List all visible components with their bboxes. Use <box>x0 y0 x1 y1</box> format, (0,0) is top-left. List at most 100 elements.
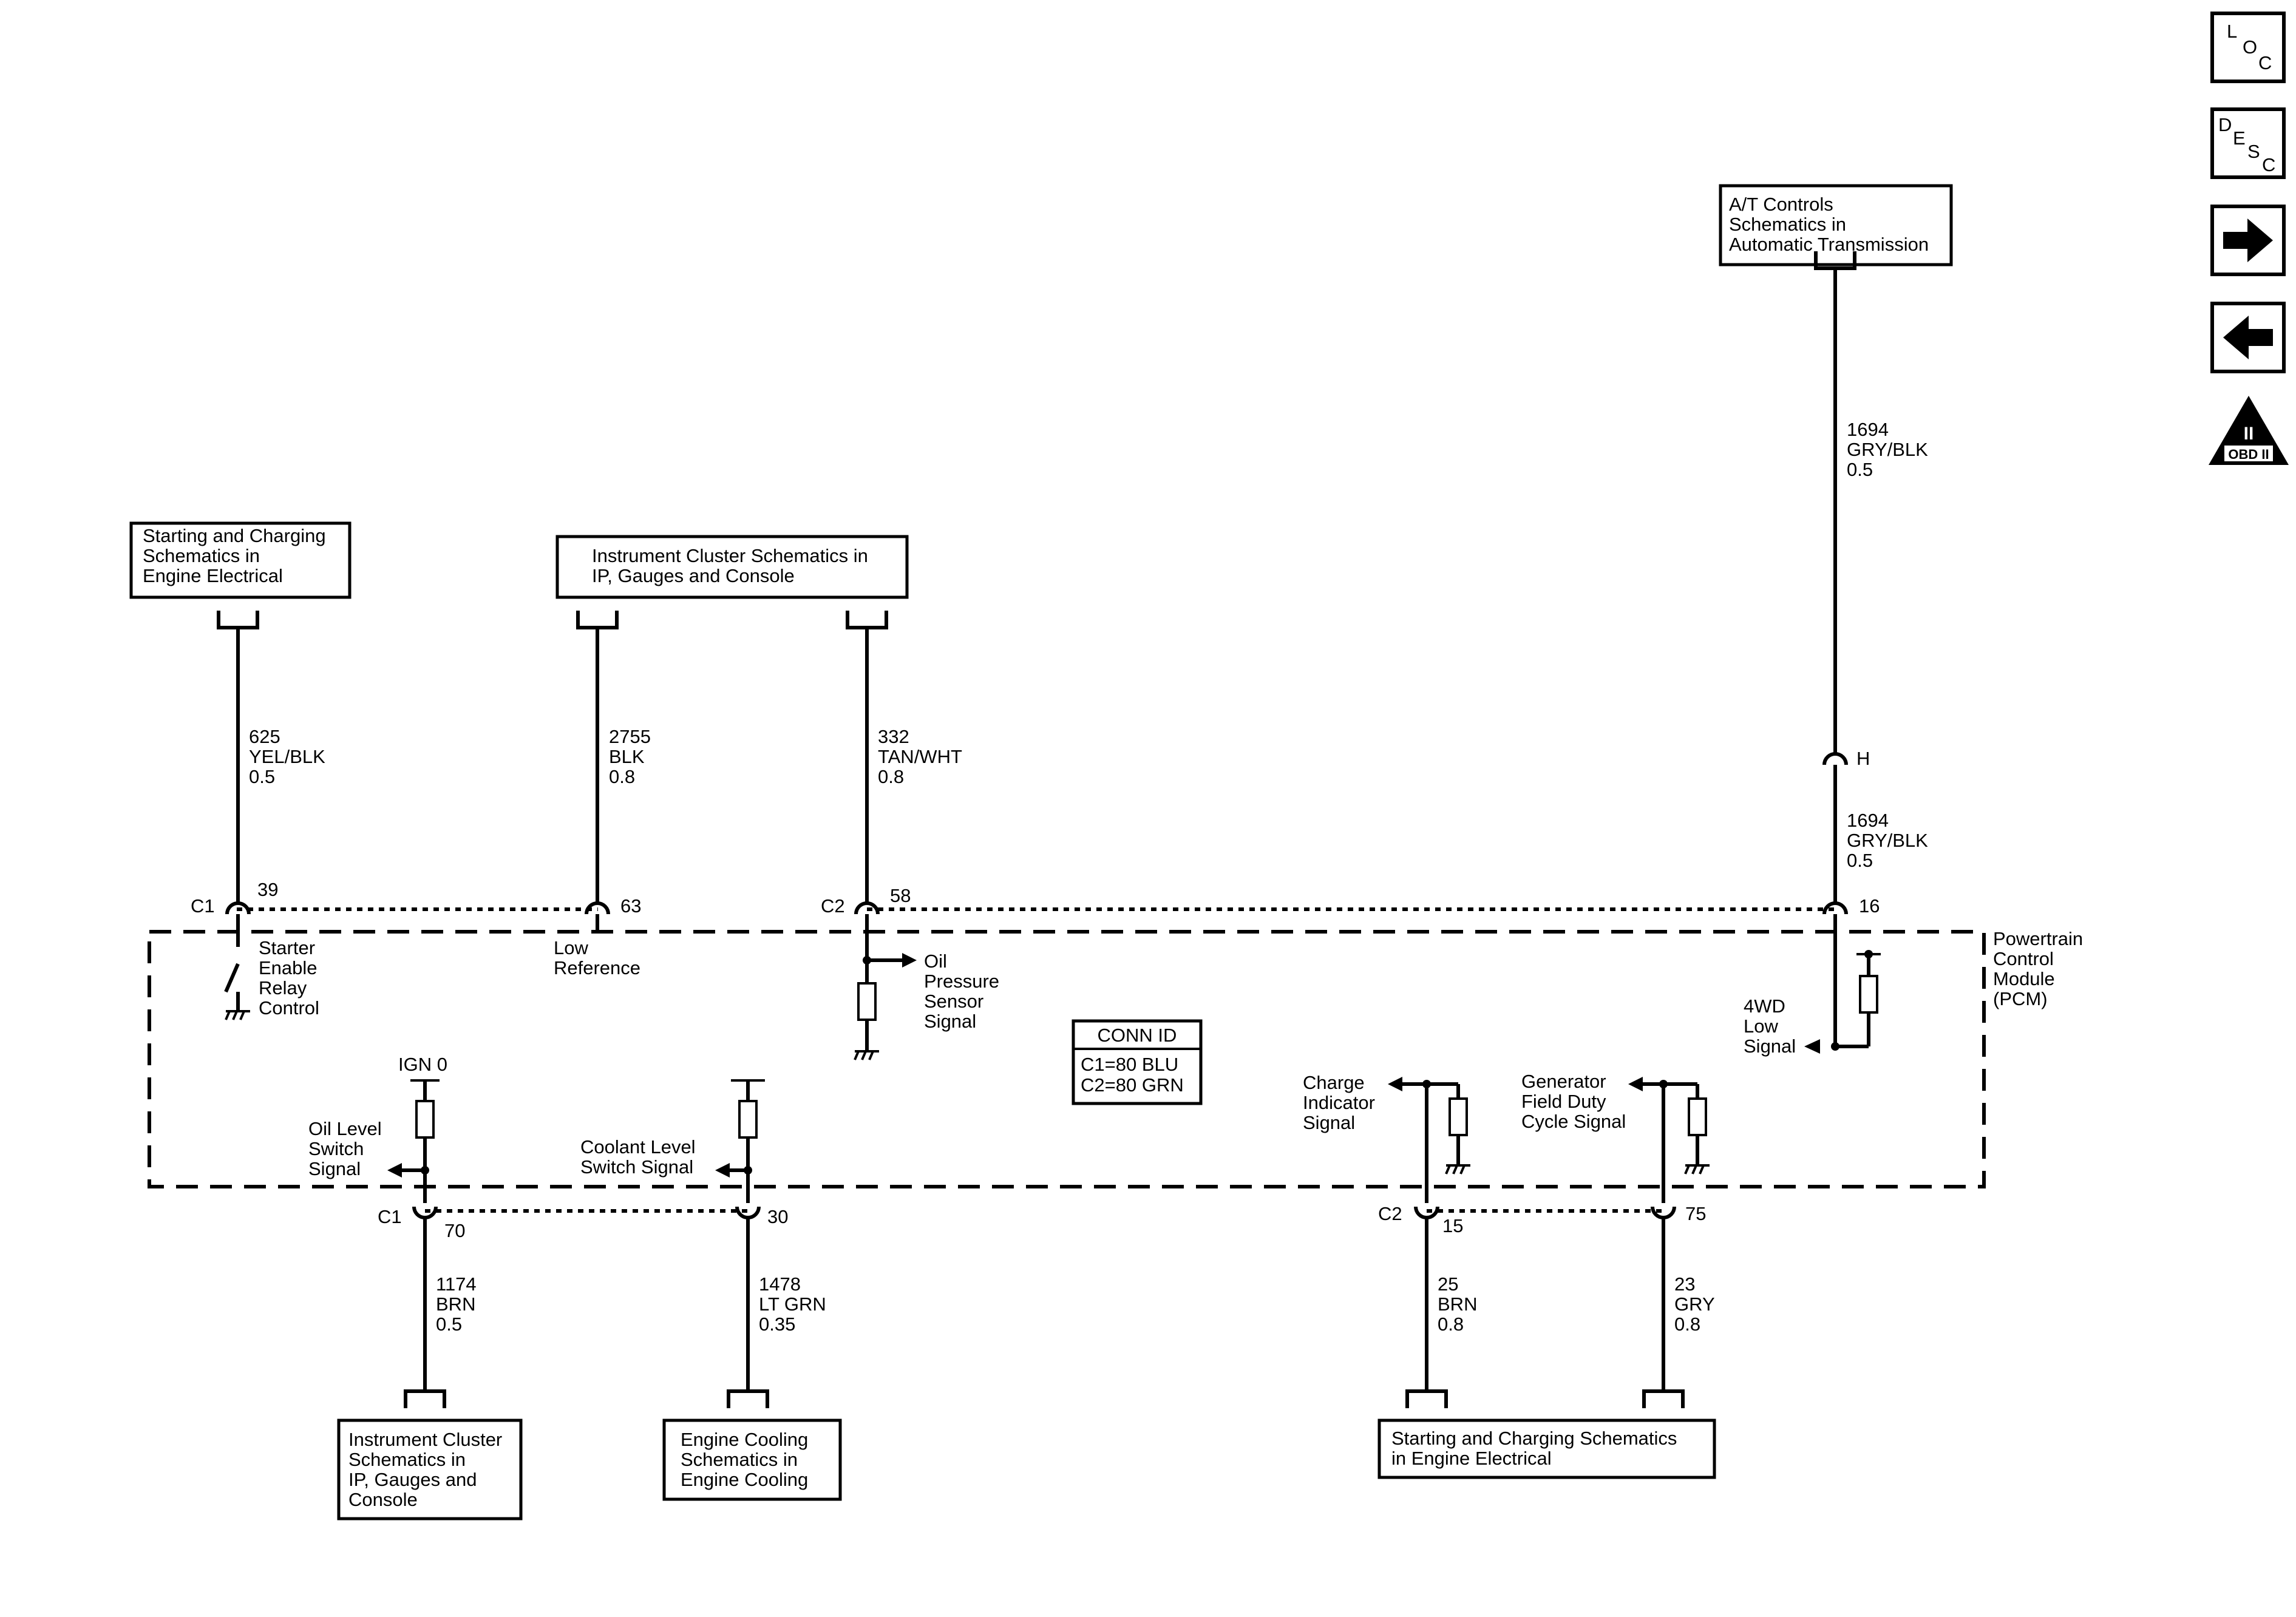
wire-332-color: TAN/WHT <box>878 746 962 767</box>
signal-oil-pressure-line1: Oil <box>924 951 947 972</box>
signal-charge-line1: Charge <box>1303 1072 1365 1093</box>
wire-2755-number: 2755 <box>609 726 651 747</box>
loc-button[interactable]: L O C <box>2210 12 2286 83</box>
wire-1694-bottom-color: GRY/BLK <box>1847 830 1928 851</box>
wire-332-gauge: 0.8 <box>878 766 904 787</box>
pin-63: 63 <box>620 895 641 917</box>
desc-letter-c: C <box>2262 154 2275 175</box>
ref-at-controls-line3: Automatic Transmission <box>1729 234 1929 255</box>
arrow-left-icon <box>2223 316 2273 359</box>
wire-625-gauge: 0.5 <box>249 766 275 787</box>
pin-70: 70 <box>444 1220 465 1241</box>
circuit-1694 <box>1804 251 1881 1054</box>
next-page-button[interactable] <box>2210 205 2286 276</box>
pin-30: 30 <box>767 1206 788 1227</box>
signal-4wd-line3: Signal <box>1744 1036 1796 1057</box>
wire-1478-color: LT GRN <box>759 1293 826 1315</box>
ref-start-charge-bottom-line1: Starting and Charging Schematics <box>1391 1428 1677 1449</box>
ref-start-charge-left-line1: Starting and Charging <box>143 525 326 546</box>
obd-ii-numeral: II <box>2244 424 2254 444</box>
circuit-25 <box>1388 1077 1470 1408</box>
signal-4wd-line2: Low <box>1744 1015 1778 1037</box>
ref-at-controls[interactable]: A/T Controls Schematics in Automatic Tra… <box>1719 184 1953 266</box>
ref-start-charge-bottom-line2: in Engine Electrical <box>1391 1448 1552 1469</box>
signal-ign: IGN 0 <box>398 1054 447 1075</box>
pcm-boundary <box>148 930 1986 1188</box>
ref-instrument-cluster-bottom[interactable]: Instrument Cluster Schematics in IP, Gau… <box>337 1419 523 1520</box>
ref-engine-cooling-line2: Schematics in <box>681 1449 798 1470</box>
signal-oil-level-line3: Signal <box>308 1158 361 1179</box>
wire-2755-gauge: 0.8 <box>609 766 635 787</box>
circuit-2755 <box>576 611 619 931</box>
signal-starter-line3: Relay <box>259 977 307 998</box>
signal-low-ref-line1: Low <box>554 937 588 958</box>
wire-1694-top-color: GRY/BLK <box>1847 439 1928 460</box>
ref-instrument-cluster-top-line1: Instrument Cluster Schematics in <box>592 545 868 566</box>
wire-1174-color: BRN <box>436 1293 475 1315</box>
wire-625-number: 625 <box>249 726 280 747</box>
obd-ii-label: OBD II <box>2228 447 2269 462</box>
pin-c2-bottom: C2 <box>1378 1203 1402 1224</box>
signal-generator-line2: Field Duty <box>1521 1091 1606 1112</box>
signal-oil-pressure-line2: Pressure <box>924 971 999 992</box>
ref-engine-cooling[interactable]: Engine Cooling Schematics in Engine Cool… <box>662 1419 842 1501</box>
wire-1478-number: 1478 <box>759 1273 801 1295</box>
ref-at-controls-line2: Schematics in <box>1729 214 1846 235</box>
signal-starter-line1: Starter <box>259 937 315 958</box>
wire-1694-top-number: 1694 <box>1847 419 1889 440</box>
pin-58: 58 <box>890 885 911 906</box>
pin-h: H <box>1856 748 1870 769</box>
ref-instrument-cluster-top-line2: IP, Gauges and Console <box>592 565 795 586</box>
ref-engine-cooling-line1: Engine Cooling <box>681 1429 808 1450</box>
ref-start-charge-left-line2: Schematics in <box>143 545 260 566</box>
ref-instrument-cluster-top[interactable]: Instrument Cluster Schematics in IP, Gau… <box>555 535 909 599</box>
ref-at-controls-line1: A/T Controls <box>1729 194 1833 215</box>
ref-start-charge-left[interactable]: Starting and Charging Schematics in Engi… <box>129 521 352 599</box>
signal-oil-level-line2: Switch <box>308 1138 364 1159</box>
pin-c2-top: C2 <box>821 895 845 917</box>
wire-1174-gauge: 0.5 <box>436 1314 462 1335</box>
desc-letter-e: E <box>2233 127 2246 149</box>
pcm-label-line1: Powertrain <box>1993 928 2083 949</box>
prev-page-button[interactable] <box>2210 302 2286 373</box>
pcm-label-line4: (PCM) <box>1993 988 2048 1009</box>
signal-coolant-level-line2: Switch Signal <box>580 1156 693 1178</box>
conn-id-box: CONN ID C1=80 BLU C2=80 GRN <box>1072 1019 1203 1105</box>
circuit-332 <box>846 611 917 1060</box>
wire-1694-top-gauge: 0.5 <box>1847 459 1873 480</box>
ref-start-charge-bottom[interactable]: Starting and Charging Schematics in Engi… <box>1377 1419 1716 1479</box>
arrow-right-icon <box>2223 219 2273 262</box>
signal-4wd-line1: 4WD <box>1744 995 1785 1017</box>
signal-coolant-level-line1: Coolant Level <box>580 1136 696 1158</box>
wire-23-color: GRY <box>1674 1293 1715 1315</box>
signal-starter-line4: Control <box>259 997 319 1019</box>
loc-letter-l: L <box>2227 21 2237 42</box>
ref-instrument-cluster-bottom-line1: Instrument Cluster <box>348 1429 502 1450</box>
signal-low-ref-line2: Reference <box>554 957 640 978</box>
ref-instrument-cluster-bottom-line3: IP, Gauges and <box>348 1469 477 1490</box>
wire-1694-bottom-gauge: 0.5 <box>1847 850 1873 871</box>
wire-332-number: 332 <box>878 726 909 747</box>
pin-75: 75 <box>1685 1203 1706 1224</box>
circuit-23 <box>1628 1077 1710 1408</box>
desc-letter-d: D <box>2218 114 2232 135</box>
wire-1694-bottom-number: 1694 <box>1847 810 1889 831</box>
loc-letter-o: O <box>2243 36 2257 58</box>
wire-1174-number: 1174 <box>436 1273 477 1295</box>
signal-oil-level-line1: Oil Level <box>308 1118 382 1139</box>
obd-ii-button[interactable]: II OBD II <box>2209 396 2289 465</box>
pcm-label-line2: Control <box>1993 948 2054 969</box>
signal-charge-line2: Indicator <box>1303 1092 1375 1113</box>
pin-39: 39 <box>257 879 278 900</box>
pin-c1-top: C1 <box>191 895 215 917</box>
wire-1478-gauge: 0.35 <box>759 1314 795 1335</box>
wire-25-gauge: 0.8 <box>1438 1314 1464 1335</box>
wire-25-number: 25 <box>1438 1273 1458 1295</box>
ref-instrument-cluster-bottom-line4: Console <box>348 1489 418 1510</box>
desc-button[interactable]: D E S C <box>2210 107 2286 179</box>
circuit-1478 <box>715 1079 769 1408</box>
conn-id-title: CONN ID <box>1098 1025 1177 1046</box>
circuit-625 <box>217 611 259 1020</box>
ref-engine-cooling-line3: Engine Cooling <box>681 1469 808 1490</box>
